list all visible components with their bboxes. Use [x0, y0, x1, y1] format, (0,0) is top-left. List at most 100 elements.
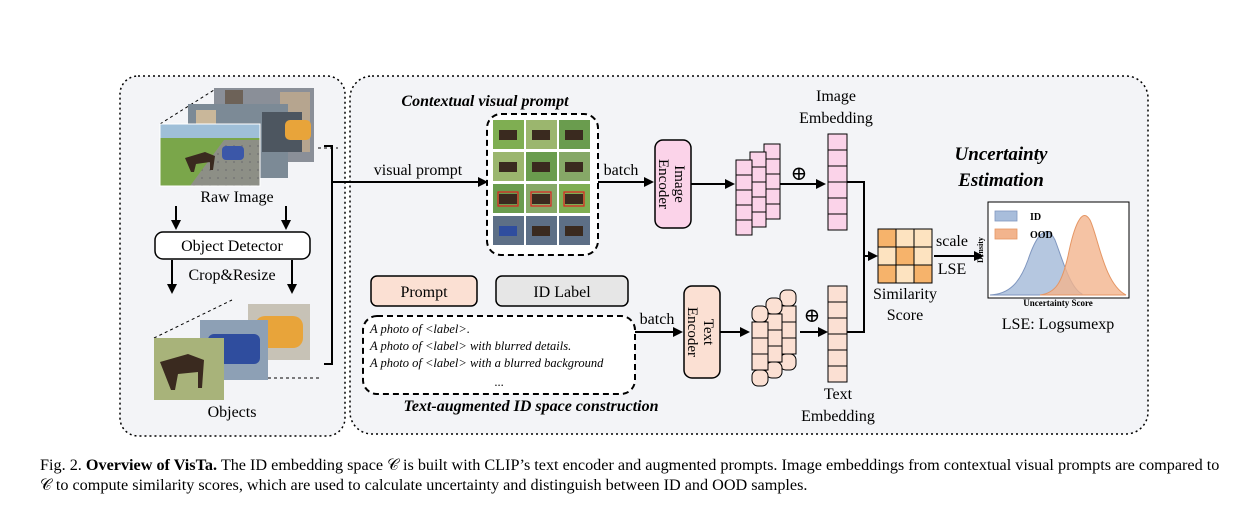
thumbnail-box — [563, 191, 585, 207]
figure-caption: Fig. 2. Overview of VisTa. The ID embedd… — [40, 455, 1230, 495]
caption-body: The ID embedding space 𝒞 is built with C… — [40, 456, 1220, 494]
feature-cell — [751, 369, 769, 387]
image-embedding-cell — [827, 165, 848, 183]
crop-resize-label: Crop&Resize — [188, 267, 275, 284]
uncertainty-title-line2: Estimation — [957, 170, 1044, 191]
caption-title: Overview of VisTa. — [85, 456, 218, 474]
left-bracket — [324, 145, 333, 365]
raw-image-label: Raw Image — [200, 189, 273, 206]
feature-cell — [735, 174, 753, 191]
text-embedding-cell — [827, 317, 848, 335]
text-encoder: Text Encoder — [683, 285, 721, 379]
similarity-cell — [895, 246, 915, 266]
image-embedding-cell — [827, 213, 848, 231]
similarity-label-line2: Score — [887, 307, 923, 324]
text-embedding-cell — [827, 349, 848, 367]
prompt-box: Prompt — [370, 275, 478, 307]
legend-id-swatch — [994, 210, 1018, 222]
id-label-box: ID Label — [495, 275, 629, 307]
text-to-similarity-line — [847, 256, 865, 333]
image-embedding-label-line1: Image — [816, 88, 856, 105]
feature-cell — [751, 337, 769, 355]
thumbnail-box — [530, 191, 552, 207]
contextual-visual-prompt-title: Contextual visual prompt — [401, 93, 569, 110]
image-to-similarity-line — [847, 181, 878, 261]
image-embedding-cell — [827, 181, 848, 199]
prompt-label: Prompt — [400, 284, 448, 301]
feature-cell — [751, 321, 769, 339]
legend-ood-swatch — [994, 228, 1018, 240]
thumbnail-object — [532, 194, 550, 204]
image-embedding-cell — [827, 197, 848, 215]
template-line-1: A photo of <label>. — [369, 322, 470, 336]
object-detector-label: Object Detector — [181, 238, 283, 255]
visual-prompt-label: visual prompt — [374, 162, 463, 179]
text-embedding-label-line1: Text — [824, 386, 853, 403]
template-line-3: A photo of <label> with a blurred backgr… — [369, 356, 604, 370]
left-panel: Raw Image Object Detector Crop&Resize Ob… — [119, 75, 346, 437]
similarity-cell — [913, 246, 933, 266]
similarity-cell — [913, 228, 933, 248]
thumbnail-object — [565, 130, 583, 140]
image-batch-label: batch — [604, 162, 639, 179]
feature-cell — [735, 204, 753, 221]
scale-label: scale — [936, 233, 968, 250]
similarity-cell — [877, 228, 897, 248]
thumbnail-object — [532, 226, 550, 236]
thumbnail-object — [532, 130, 550, 140]
thumbnail-object — [499, 130, 517, 140]
legend-id-label: ID — [1030, 212, 1041, 223]
image-plus-symbol: ⊕ — [791, 163, 808, 185]
text-feature-stack — [751, 289, 797, 387]
caption-prefix: Fig. 2. — [40, 456, 82, 474]
similarity-grid — [877, 228, 933, 284]
objects-stack — [153, 299, 320, 400]
text-augmented-title: Text-augmented ID space construction — [404, 398, 659, 415]
template-line-4: ... — [494, 375, 503, 389]
image-encoder-label-line2: Encoder — [655, 159, 671, 209]
uncertainty-density-plot: ID OOD Density Uncertainty Score — [976, 201, 1130, 308]
similarity-cell — [877, 264, 897, 284]
thumbnail-object — [565, 226, 583, 236]
lse-label: LSE — [938, 261, 966, 278]
text-embedding-cell — [827, 365, 848, 383]
thumbnail-object — [565, 194, 583, 204]
image-embedding-cell — [827, 149, 848, 167]
text-embedding-cell — [827, 301, 848, 319]
feature-cell — [735, 159, 753, 176]
similarity-label-line1: Similarity — [873, 286, 937, 303]
feature-cell — [735, 219, 753, 236]
id-label-label: ID Label — [533, 284, 591, 301]
legend-ood-label: OOD — [1030, 230, 1053, 241]
image-embedding-column — [827, 133, 848, 231]
thumbnail-object — [499, 162, 517, 172]
feature-cell — [735, 189, 753, 206]
image-encoder: Image Encoder — [654, 139, 692, 229]
prompt-thumbnail-grid — [493, 120, 590, 245]
uncertainty-axis-label: Uncertainty Score — [1023, 298, 1093, 308]
thumbnail-box — [497, 191, 519, 207]
image-embedding-label-line2: Embedding — [799, 110, 873, 127]
similarity-cell — [895, 228, 915, 248]
similarity-cell — [895, 264, 915, 284]
uncertainty-title-line1: Uncertainty — [955, 144, 1048, 165]
lse-definition: LSE: Logsumexp — [1002, 316, 1114, 333]
similarity-cell — [877, 246, 897, 266]
text-encoder-label-line1: Text — [700, 319, 716, 346]
text-embedding-cell — [827, 285, 848, 303]
thumbnail-object — [499, 194, 517, 204]
text-plus-symbol: ⊕ — [804, 305, 821, 327]
text-batch-label: batch — [640, 311, 675, 328]
density-axis-label: Density — [976, 237, 985, 263]
feature-cell — [751, 305, 769, 323]
text-embedding-column — [827, 285, 848, 383]
thumbnail-object — [499, 226, 517, 236]
template-box — [362, 315, 636, 395]
image-encoder-label-line1: Image — [671, 165, 687, 203]
similarity-cell — [913, 264, 933, 284]
ood-density-curve — [1039, 214, 1127, 296]
thumbnail-object — [532, 162, 550, 172]
image-embedding-cell — [827, 133, 848, 151]
text-embedding-label-line2: Embedding — [801, 408, 875, 425]
object-detector-box: Object Detector — [154, 231, 311, 260]
